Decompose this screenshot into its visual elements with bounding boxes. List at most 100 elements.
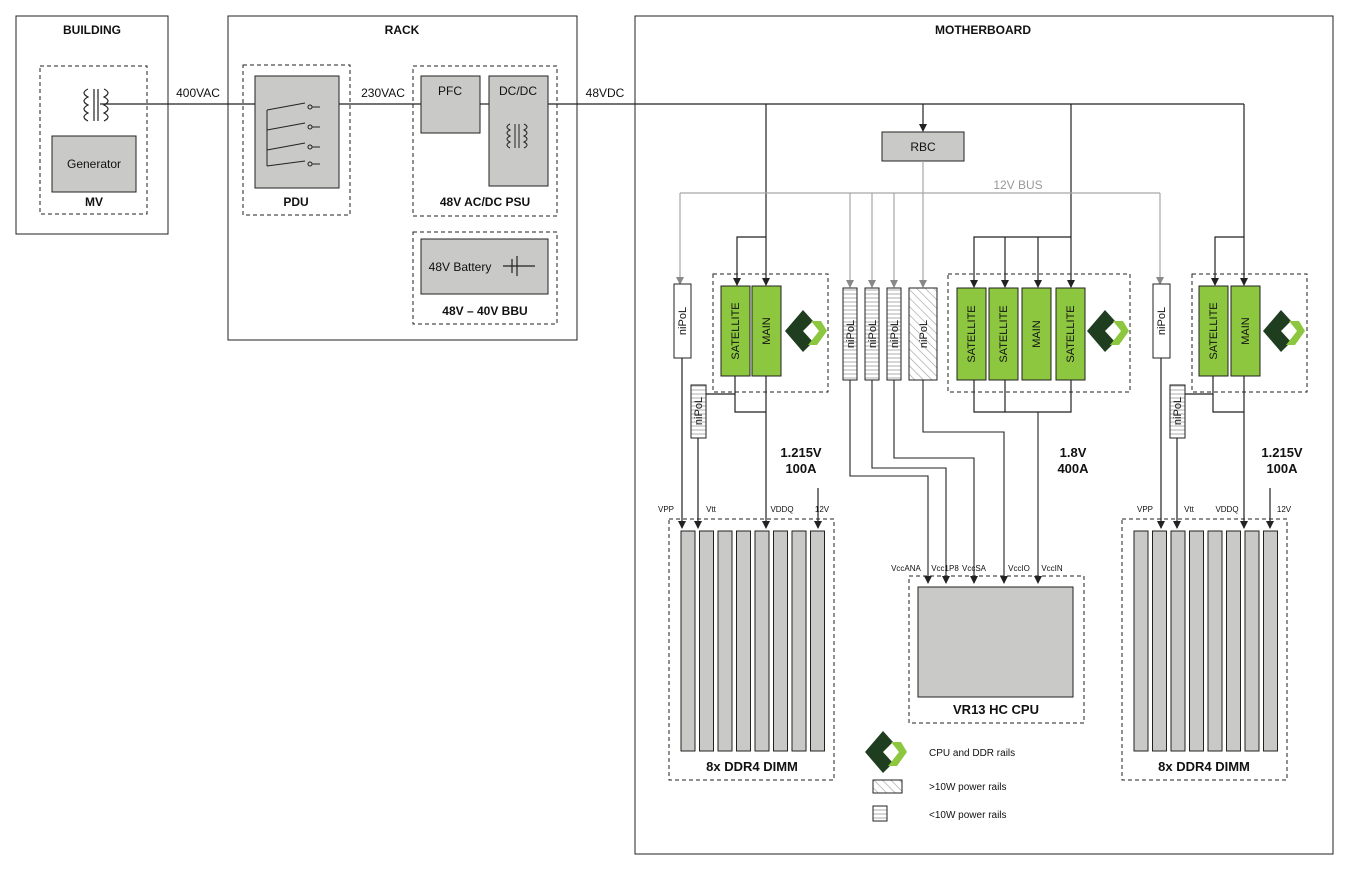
rack-section: RACK PDU PFC DC/DC — [227, 15, 578, 341]
battery-label: 48V Battery — [429, 260, 492, 274]
dimm-module — [717, 530, 733, 752]
satellite-phase — [720, 285, 751, 377]
legend-cpu-ddr: CPU and DDR rails — [929, 748, 1015, 759]
psu-label: 48V AC/DC PSU — [440, 195, 530, 209]
nipol-label: niPoL — [918, 320, 930, 348]
nipol-label: niPoL — [867, 320, 879, 348]
generator-box — [51, 135, 137, 193]
wire-230vac: 230VAC — [361, 86, 405, 100]
dcdc-label: DC/DC — [499, 84, 537, 98]
wire-48vdc: 48VDC — [586, 86, 625, 100]
battery-icon — [503, 256, 535, 276]
pdu-box — [254, 75, 340, 189]
nipol-label: niPoL — [1156, 307, 1168, 335]
dimm-rail-label: 12V — [815, 505, 830, 514]
dimm-rail-label: Vtt — [1184, 505, 1195, 514]
dimm-module — [1170, 530, 1186, 752]
dimm-rail-label: VPP — [1137, 505, 1153, 514]
dimm-rail-label: Vtt — [706, 505, 717, 514]
dimm-module — [1207, 530, 1223, 752]
satellite-label: SATELLITE — [1208, 302, 1220, 359]
satellite-label: SATELLITE — [998, 305, 1010, 362]
nipol-label: niPoL — [677, 307, 689, 335]
dimm-rail-label: VPP — [658, 505, 674, 514]
nipol-label: niPoL — [1172, 397, 1184, 425]
pfc-box — [420, 75, 481, 134]
satellite-label: SATELLITE — [966, 305, 978, 362]
rack-title: RACK — [385, 23, 420, 37]
left-dimm-vr: niPoL SATELLITE MAIN niPoL 1.215V 1 — [658, 236, 835, 781]
cpu-rail-label: VccSA — [962, 564, 987, 573]
cpu-vr: SATELLITE SATELLITE MAIN SATELLITE 1.8V … — [947, 236, 1131, 476]
satellite-label: SATELLITE — [730, 302, 742, 359]
vr-logo-icon — [1087, 310, 1129, 352]
dimm-module — [810, 530, 825, 752]
dimm-left-current: 100A — [785, 461, 817, 476]
nipol-label: niPoL — [845, 320, 857, 348]
dimm-right-voltage: 1.215V — [1261, 445, 1303, 460]
rbc-label: RBC — [910, 140, 936, 154]
legend: CPU and DDR rails >10W power rails <10W … — [865, 731, 1015, 822]
dimm-module — [1244, 530, 1260, 752]
legend-gt10: >10W power rails — [929, 782, 1007, 793]
legend-lt10: <10W power rails — [929, 810, 1007, 821]
dimm-module — [680, 530, 696, 752]
cpu-current: 400A — [1057, 461, 1089, 476]
cpu-voltage: 1.8V — [1060, 445, 1087, 460]
12v-bus-label: 12V BUS — [993, 178, 1042, 192]
dimm-left-label: 8x DDR4 DIMM — [706, 759, 798, 774]
dimm-slots — [1133, 530, 1278, 752]
nipol-label: niPoL — [889, 320, 901, 348]
cpu-block: VccANA Vcc1P8 VccSA VccIO VccIN VR13 HC … — [891, 564, 1085, 724]
dimm-slots — [680, 530, 825, 752]
nipol-label: niPoL — [693, 397, 705, 425]
dimm-module — [1263, 530, 1278, 752]
dimm-module — [773, 530, 788, 752]
dimm-rail-label: VDDQ — [770, 505, 793, 514]
dimm-left-voltage: 1.215V — [780, 445, 822, 460]
rbc-box — [881, 131, 965, 162]
building-section: BUILDING Generator MV — [15, 15, 169, 235]
cpu-rail-label: VccANA — [891, 564, 921, 573]
motherboard-title: MOTHERBOARD — [935, 23, 1031, 37]
satellite-label: SATELLITE — [1065, 305, 1077, 362]
cpu-nipols: niPoL niPoL niPoL niPoL — [842, 287, 1042, 584]
switch-icon — [266, 102, 320, 167]
cpu-chip — [917, 586, 1074, 698]
cpu-rail-label: Vcc1P8 — [931, 564, 959, 573]
dcdc-transformer-icon — [506, 123, 528, 149]
dimm-rail-label: VDDQ — [1215, 505, 1238, 514]
bbu-label: 48V – 40V BBU — [442, 304, 527, 318]
pdu-label: PDU — [283, 195, 308, 209]
mv-label: MV — [85, 195, 103, 209]
dimm-module — [754, 530, 770, 752]
main-label: MAIN — [761, 317, 773, 345]
transformer-icon — [83, 88, 109, 122]
dimm-module — [1152, 530, 1167, 752]
dimm-right-current: 100A — [1266, 461, 1298, 476]
building-title: BUILDING — [63, 23, 121, 37]
vr-logo-icon — [1263, 310, 1305, 352]
main-label: MAIN — [1031, 320, 1043, 348]
dimm-module — [1133, 530, 1149, 752]
cpu-rail-label: VccIO — [1008, 564, 1030, 573]
dimm-module — [791, 530, 807, 752]
dimm-module — [699, 530, 714, 752]
main-phase — [751, 285, 782, 377]
hatch-legend-icon — [872, 779, 903, 794]
dimm-module — [736, 530, 751, 752]
main-label: MAIN — [1240, 317, 1252, 345]
pfc-label: PFC — [438, 84, 462, 98]
cpu-ddr-legend-icon — [865, 731, 907, 773]
cpu-label: VR13 HC CPU — [953, 702, 1039, 717]
right-dimm-vr: niPoL SATELLITE MAIN niPoL 1.215V 100A V… — [1121, 236, 1308, 781]
dimm-right-label: 8x DDR4 DIMM — [1158, 759, 1250, 774]
stripe-legend-icon — [872, 805, 888, 822]
wire-400vac: 400VAC — [176, 86, 220, 100]
generator-label: Generator — [67, 157, 121, 171]
vr-logo-icon — [785, 310, 827, 352]
dimm-module — [1226, 530, 1241, 752]
cpu-rail-label: VccIN — [1041, 564, 1063, 573]
dimm-rail-label: 12V — [1277, 505, 1292, 514]
